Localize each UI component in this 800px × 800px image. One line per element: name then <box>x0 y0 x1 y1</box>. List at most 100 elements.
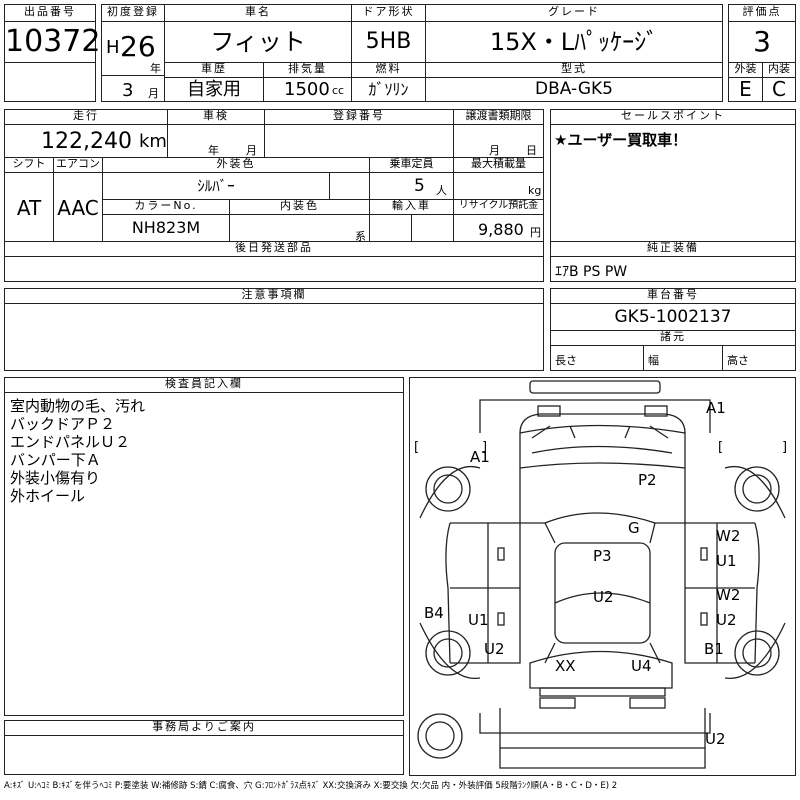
shift-label: シフト <box>4 157 54 173</box>
exterior-color-label: 外装色 <box>102 157 370 173</box>
mark-p3-center: P3 <box>593 547 612 565</box>
width-cell: 幅 <box>643 345 723 371</box>
mileage-cell: 122,240 km <box>4 124 168 158</box>
capacity: 5 <box>414 176 425 196</box>
sales-point-cell: ★ユーザー買取車！ <box>550 124 796 242</box>
inspection-year-unit: 年 <box>208 144 219 157</box>
inspector-note-line: 外ホイール <box>10 487 86 505</box>
registration-month-cell: 3 月 <box>101 75 165 102</box>
specs-label: 諸元 <box>550 330 796 346</box>
displacement-cell: 1500 cc <box>263 77 352 102</box>
door-type: 5HB <box>351 21 426 63</box>
grade-label: グレード <box>425 4 723 22</box>
registration-month: 3 <box>122 80 134 101</box>
inspector-note-line: 室内動物の毛、汚れ <box>10 397 146 415</box>
mark-u1-right-front-door: U1 <box>716 552 737 570</box>
height-cell: 高さ <box>722 345 796 371</box>
inspection-cell: 年 月 <box>167 124 265 158</box>
damage-diagram: A1 [ ] [ ] A1 P2 G W2 U1 P3 U2 W2 U2 B4 … <box>409 377 796 776</box>
import-label: 輸入車 <box>369 199 454 215</box>
chassis-number: GK5-1002137 <box>550 303 796 331</box>
inspection-label: 車検 <box>167 109 265 125</box>
model-code-label: 型式 <box>425 62 723 78</box>
shift: AT <box>4 172 54 242</box>
mileage-unit: km <box>139 131 167 152</box>
car-name: フィット <box>164 21 352 63</box>
transfer-day-unit: 日 <box>526 144 537 157</box>
fuel-label: 燃料 <box>351 62 426 78</box>
displacement: 1500 <box>284 79 330 100</box>
year-unit: 年 <box>150 62 161 75</box>
inspector-notes-label: 検査員記入欄 <box>4 377 404 393</box>
score: 3 <box>728 21 796 63</box>
mileage-label: 走行 <box>4 109 168 125</box>
sales-point-text: ★ユーザー買取車！ <box>554 131 688 149</box>
mark-u2-left-rear-quarter: U2 <box>484 640 505 658</box>
month-unit: 月 <box>148 87 159 100</box>
transfer-deadline-cell: 月 日 <box>453 124 544 158</box>
capacity-cell: 5 人 <box>369 172 454 200</box>
mark-u2-center: U2 <box>593 588 614 606</box>
model-code: DBA-GK5 <box>425 77 723 102</box>
color-number: NH823M <box>102 214 230 242</box>
recycle-fee-label: リサイクル預託金 <box>453 199 544 215</box>
mark-a1-left-fender: A1 <box>470 448 490 466</box>
import-cell-a <box>369 214 412 242</box>
later-parts-cell <box>4 256 544 282</box>
mark-a1-hood: A1 <box>706 399 726 417</box>
height-label: 高さ <box>727 354 749 367</box>
max-load-label: 最大積載量 <box>453 157 544 173</box>
sales-point-label: セールスポイント <box>550 109 796 125</box>
first-registration-label: 初度登録 <box>101 4 165 22</box>
lot-number: 10372 <box>4 21 100 63</box>
inspector-note-line: エンドパネルＵ２ <box>10 433 131 451</box>
exterior-color: ｼﾙﾊﾞｰ <box>102 172 330 200</box>
bracket-right-front-open: [ <box>718 440 724 455</box>
transfer-month-unit: 月 <box>489 144 500 157</box>
inspection-month-unit: 月 <box>246 144 257 157</box>
mark-b1-right-rear-quarter: B1 <box>704 640 724 658</box>
load-unit: kg <box>528 184 542 197</box>
capacity-label: 乗車定員 <box>369 157 454 173</box>
lot-number-label: 出品番号 <box>4 4 96 22</box>
damage-legend: A:ｷｽﾞ U:ﾍｺﾐ B:ｷｽﾞを伴うﾍｺﾐ P:要塗装 W:補修跡 S:錆 … <box>4 781 618 791</box>
mark-p2-roof: P2 <box>638 471 657 489</box>
car-name-label: 車名 <box>164 4 352 22</box>
registration-year: 26 <box>120 30 156 63</box>
door-type-label: ドア形状 <box>351 4 426 22</box>
fuel: ｶﾞｿﾘﾝ <box>351 77 426 102</box>
office-notes-label: 事務局よりご案内 <box>4 720 404 736</box>
inspector-note-line: 外装小傷有り <box>10 469 101 487</box>
recycle-fee-unit: 円 <box>530 226 541 239</box>
max-load-cell: kg <box>453 172 544 200</box>
inspector-note-line: バンパー下Ａ <box>10 451 101 469</box>
interior-grade-label: 内装 <box>762 62 796 78</box>
displacement-label: 排気量 <box>263 62 352 78</box>
mark-u1-left-rear-door: U1 <box>468 611 489 629</box>
mark-u4-back-door-right: U4 <box>631 657 652 675</box>
inspector-note-line: バックドアＰ２ <box>10 415 116 433</box>
equipment-label: 純正装備 <box>550 241 796 257</box>
recycle-fee: 9,880 <box>478 220 524 239</box>
mark-u2-rear-bumper: U2 <box>705 730 726 748</box>
era-letter: H <box>106 37 120 58</box>
score-label: 評価点 <box>728 4 796 22</box>
mark-g-windshield: G <box>628 519 640 537</box>
mark-b4-left-rocker: B4 <box>424 604 444 622</box>
inspector-notes-cell: 室内動物の毛、汚れ バックドアＰ２ エンドパネルＵ２ バンパー下Ａ 外装小傷有り… <box>4 392 404 716</box>
car-diagram-svg <box>417 380 786 769</box>
registration-number-label: 登録番号 <box>264 109 454 125</box>
bracket-left-front-open: [ <box>414 440 420 455</box>
office-notes-cell <box>4 735 404 775</box>
exterior-grade-label: 外装 <box>728 62 763 78</box>
exterior-color-blank <box>329 172 370 200</box>
recycle-fee-cell: 9,880 円 <box>453 214 544 242</box>
registration-number-cell <box>264 124 454 158</box>
lot-blank-cell <box>4 62 96 102</box>
exterior-grade: E <box>728 77 763 102</box>
inspector-notes-lines: 室内動物の毛、汚れ バックドアＰ２ エンドパネルＵ２ バンパー下Ａ 外装小傷有り… <box>10 397 145 505</box>
bracket-right-front-close: ] <box>782 440 788 455</box>
history-label: 車歴 <box>164 62 264 78</box>
mark-u2-right-rear-door: U2 <box>716 611 737 629</box>
color-number-label: カラーNo. <box>102 199 230 215</box>
